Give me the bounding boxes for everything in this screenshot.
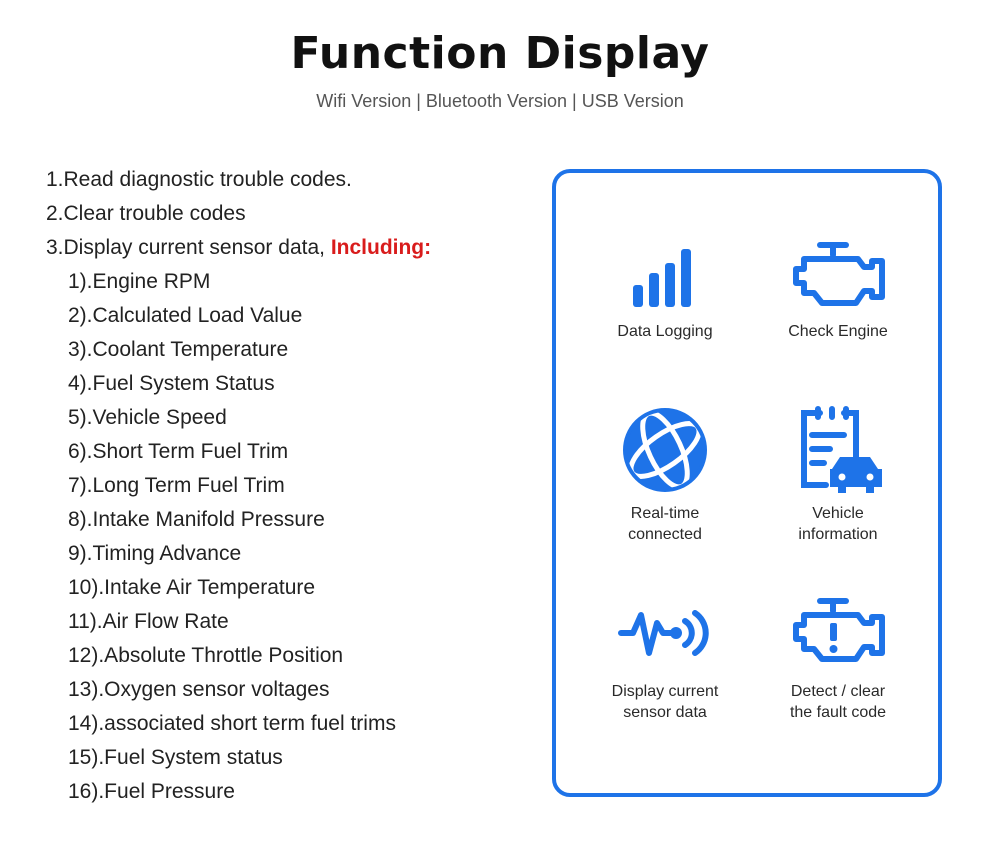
- feature-label: Check Engine: [788, 323, 888, 340]
- sensor-item: 2).Calculated Load Value: [68, 304, 303, 327]
- feature-data-logging: Data Logging: [580, 243, 750, 342]
- feature-label: Vehicle information: [798, 505, 878, 543]
- function-item: 2.Clear trouble codes: [46, 202, 246, 225]
- sensor-item: 3).Coolant Temperature: [68, 338, 289, 361]
- sensor-item: 6).Short Term Fuel Trim: [68, 440, 289, 463]
- function-list: 1.Read diagnostic trouble codes. 2.Clear…: [46, 163, 431, 809]
- page-subtitle: Wifi Version | Bluetooth Version | USB V…: [316, 91, 684, 111]
- sensor-item: 5).Vehicle Speed: [68, 406, 227, 429]
- sensor-item: 8).Intake Manifold Pressure: [68, 508, 325, 531]
- waveform-icon: [618, 610, 709, 656]
- clipboard-car-icon: [801, 406, 882, 493]
- sensor-item: 10).Intake Air Temperature: [68, 576, 316, 599]
- feature-fault-code: Detect / clear the fault code: [753, 593, 923, 723]
- globe-icon: [623, 408, 707, 492]
- feature-realtime: Real-time connected: [580, 405, 750, 545]
- function-item: 1.Read diagnostic trouble codes.: [46, 168, 352, 191]
- bar-chart-icon: [633, 249, 691, 307]
- feature-label: Real-time connected: [628, 505, 702, 543]
- sensor-item: 15).Fuel System status: [68, 746, 283, 769]
- feature-label: Detect / clear the fault code: [789, 683, 887, 721]
- sensor-item: 11).Air Flow Rate: [68, 610, 229, 633]
- sensor-item: 13).Oxygen sensor voltages: [68, 678, 330, 701]
- feature-sensor-data: Display current sensor data: [580, 593, 750, 723]
- feature-check-engine: Check Engine: [753, 235, 923, 342]
- sensor-item: 9).Timing Advance: [68, 542, 242, 565]
- sensor-item: 1).Engine RPM: [68, 270, 211, 293]
- sensor-item: 12).Absolute Throttle Position: [68, 644, 344, 667]
- sensor-item: 4).Fuel System Status: [68, 372, 275, 395]
- engine-icon: [793, 242, 885, 306]
- feature-vehicle-info: Vehicle information: [753, 405, 923, 545]
- engine-warning-icon: [793, 598, 885, 662]
- feature-panel: Data Logging Check Engine Real-time conn…: [552, 169, 942, 797]
- page-title: Function Display: [290, 28, 710, 79]
- sensor-item: 14).associated short term fuel trims: [68, 712, 396, 735]
- sensor-item: 7).Long Term Fuel Trim: [68, 474, 285, 497]
- feature-label: Data Logging: [617, 323, 713, 340]
- sensor-item: 16).Fuel Pressure: [68, 780, 235, 803]
- including-highlight: Including:: [330, 236, 432, 259]
- feature-label: Display current sensor data: [611, 683, 719, 721]
- function-item: 3.Display current sensor data, Including…: [46, 236, 432, 259]
